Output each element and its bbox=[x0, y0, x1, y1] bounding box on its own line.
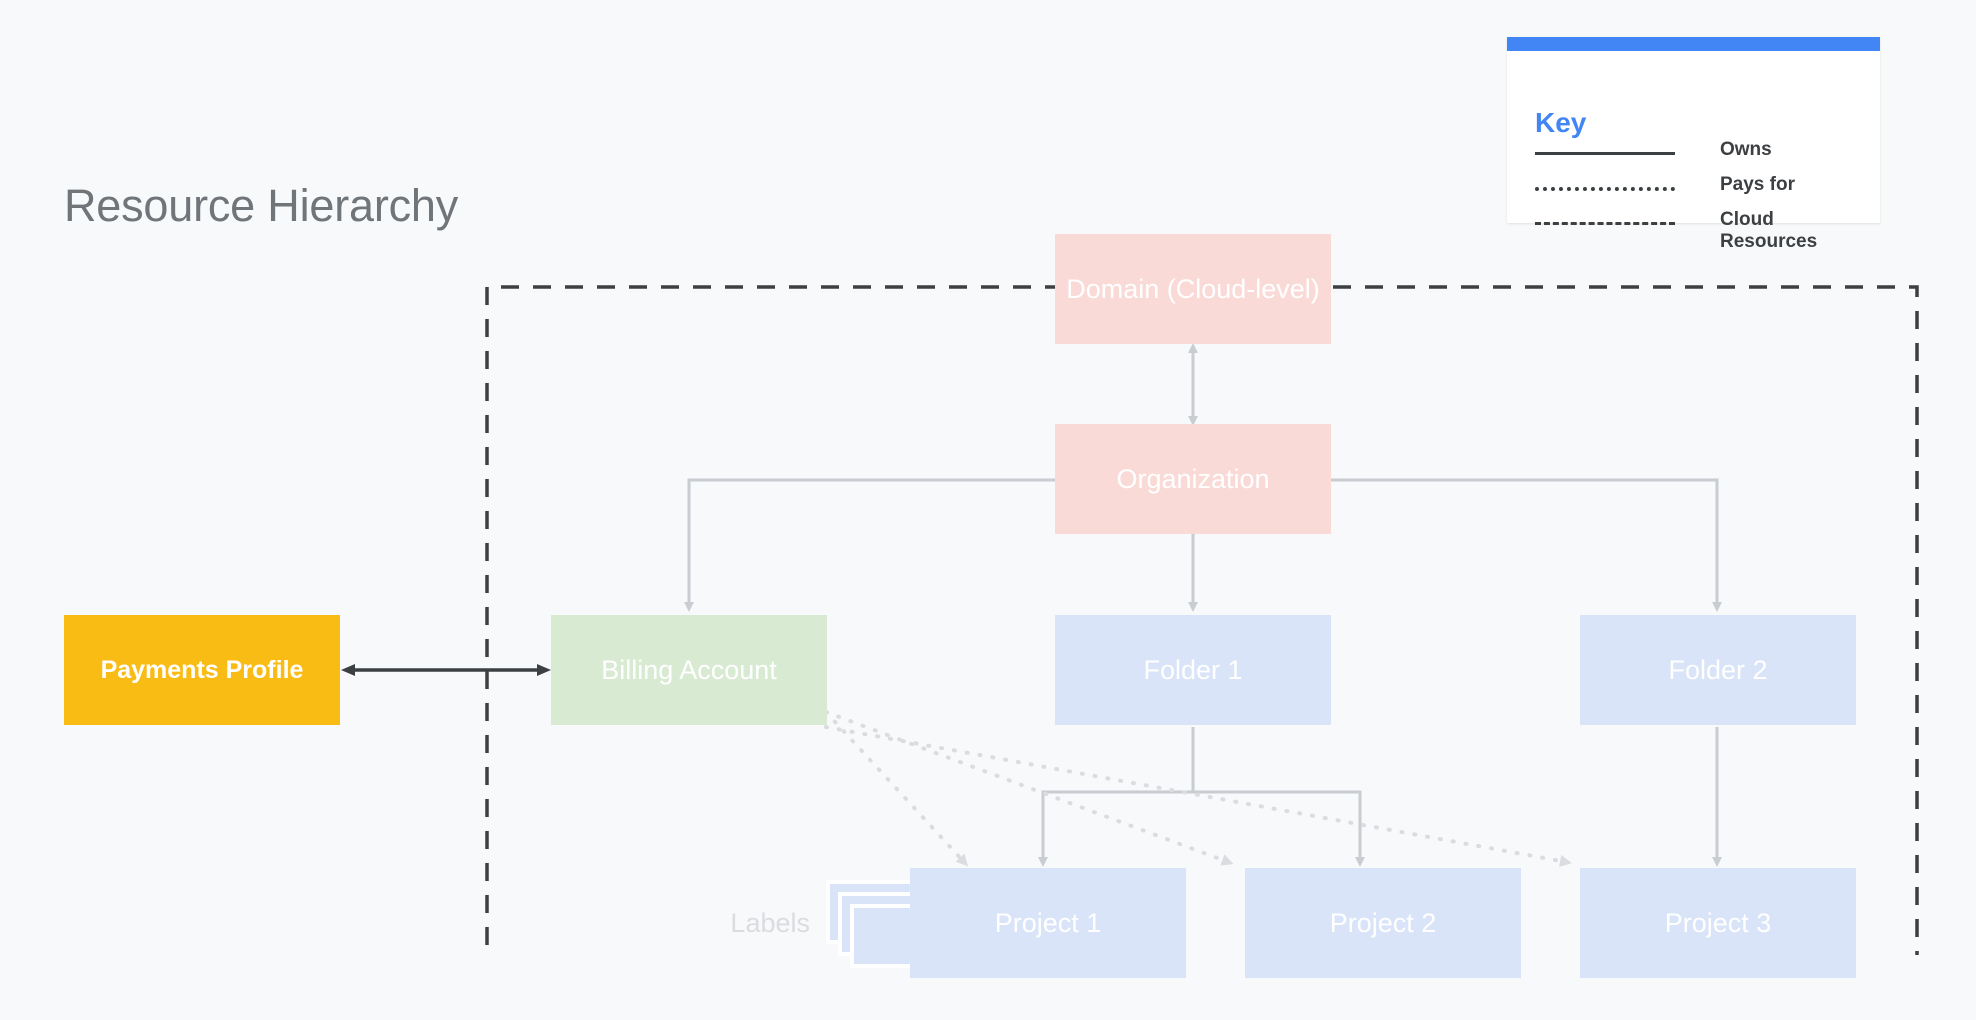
node-project-1[interactable]: Project 1 bbox=[910, 868, 1186, 978]
labels-caption: Labels bbox=[730, 908, 810, 938]
key-label-pays-for: Pays for bbox=[1720, 174, 1795, 195]
node-organization-label: Organization bbox=[1116, 463, 1270, 494]
key-accent-bar bbox=[1507, 37, 1880, 51]
node-billing-account[interactable]: Billing Account bbox=[551, 615, 827, 725]
node-payments-profile-label: Payments Profile bbox=[100, 656, 304, 684]
key-label-cloud-resources: Cloud Resources bbox=[1720, 209, 1818, 252]
node-payments-profile[interactable]: Payments Profile bbox=[64, 615, 340, 725]
key-row-owns: Owns bbox=[1535, 139, 1865, 178]
node-billing-account-label: Billing Account bbox=[601, 654, 777, 685]
solid-line-icon bbox=[1535, 152, 1675, 175]
dashed-line-icon bbox=[1535, 222, 1675, 245]
key-rows: Owns Pays for Cloud Resources bbox=[1535, 139, 1865, 252]
node-organization[interactable]: Organization bbox=[1055, 424, 1331, 534]
node-folder-2[interactable]: Folder 2 bbox=[1580, 615, 1856, 725]
page-title: Resource Hierarchy bbox=[64, 180, 459, 231]
connector-billing-project1 bbox=[824, 710, 969, 867]
connector-folder1-project2 bbox=[1191, 727, 1365, 867]
key-row-cloud-resources: Cloud Resources bbox=[1535, 209, 1865, 252]
node-folder-2-label: Folder 2 bbox=[1668, 654, 1768, 685]
node-project-2-label: Project 2 bbox=[1329, 907, 1437, 938]
key-title: Key bbox=[1535, 107, 1587, 138]
connector-folder1-project1 bbox=[1038, 727, 1195, 867]
connector-billing-project2 bbox=[824, 710, 1234, 866]
node-domain-label: Domain (Cloud-level) bbox=[1066, 273, 1320, 304]
node-folder-1-label: Folder 1 bbox=[1143, 654, 1243, 685]
key-legend: Key Owns Pays for Cloud Resources bbox=[1507, 37, 1880, 252]
connector-billing-project3 bbox=[824, 725, 1572, 867]
node-project-3-label: Project 3 bbox=[1664, 907, 1772, 938]
node-folder-1[interactable]: Folder 1 bbox=[1055, 615, 1331, 725]
node-domain[interactable]: Domain (Cloud-level) bbox=[1055, 234, 1331, 344]
node-project-3[interactable]: Project 3 bbox=[1580, 868, 1856, 978]
dotted-line-icon bbox=[1535, 187, 1675, 211]
key-label-owns: Owns bbox=[1720, 139, 1772, 160]
key-row-pays-for: Pays for bbox=[1535, 174, 1865, 213]
node-project-1-label: Project 1 bbox=[994, 907, 1102, 938]
node-project-2[interactable]: Project 2 bbox=[1245, 868, 1521, 978]
